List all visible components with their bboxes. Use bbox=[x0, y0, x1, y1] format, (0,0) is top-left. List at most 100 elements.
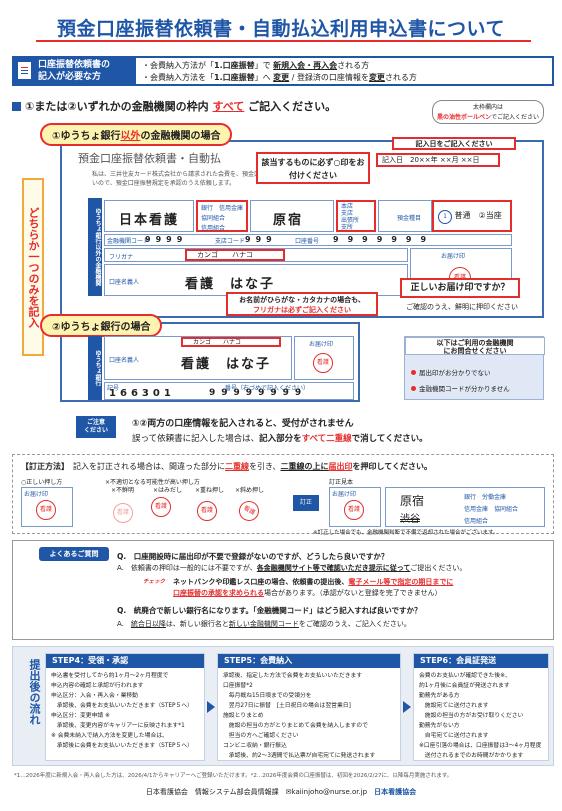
digit: 9 bbox=[282, 388, 295, 398]
flow-arrow-icon bbox=[207, 701, 215, 713]
digit: 9 bbox=[166, 235, 177, 244]
step-line: 自宅宛てに送付されます bbox=[419, 733, 489, 739]
digit: 1 bbox=[163, 388, 175, 399]
page-title: 預金口座振替依頼書・自動払込利用申込書について bbox=[57, 18, 505, 40]
step-line: 担当の方へご確認ください bbox=[223, 733, 299, 739]
check-label: チェック bbox=[143, 579, 166, 585]
step6-body: 会費のお支払いが確認できた後※、約1ヶ月後に会員証が発送されます勤務先がある方 … bbox=[414, 668, 548, 764]
digit: 9 bbox=[266, 235, 277, 244]
step-line: 承認後に会費をお支払いいただきます（STEP５へ） bbox=[51, 743, 193, 749]
branch-name: 原宿 bbox=[273, 213, 304, 228]
digit: 9 bbox=[376, 235, 392, 244]
digit: 6 bbox=[130, 388, 142, 399]
title-underline bbox=[36, 40, 531, 42]
bank-name: 日本看護 bbox=[119, 213, 180, 228]
digit: 9 bbox=[405, 235, 421, 244]
notice-line-2: 誤って依頼書に記入した場合は、記入部分をすべて二重線で消してください。 bbox=[132, 434, 428, 444]
step-line: 送付されるまでのお時間がかかります bbox=[419, 753, 524, 759]
email-link[interactable]: kaiinjoho@nurse.or.jp bbox=[291, 788, 368, 796]
requirement-line-1: ・会費納入方法が「1.口座振替」で 新規入会・再入会される方 bbox=[142, 61, 370, 70]
step5-card: STEP5：会費納入 承認後、指定した方法で会費をお支払いいただきます口座振替*… bbox=[217, 653, 401, 761]
digit: 9 bbox=[391, 235, 406, 244]
bullet-icon bbox=[411, 386, 416, 391]
footer: 日本看護協会 情報システム部会員情報課 ✉kaiinjoho@nurse.or.… bbox=[145, 788, 417, 796]
other-bank-vertical-label: ゆうちょ銀行以外の金融機関 bbox=[88, 198, 102, 296]
digit: 0 bbox=[152, 388, 164, 399]
code-row: 金融機関コード 9999 支店コード 999 口座番号 9999999 bbox=[104, 234, 512, 246]
square-bullet-icon bbox=[12, 102, 21, 111]
faq-a1: A. 依頼書の押印は一般的には不要ですが、各金融機関サイト等で確認いただき提示に… bbox=[117, 564, 467, 572]
bank-code-digits: 9999 bbox=[145, 235, 187, 244]
form-title: 預金口座振替依頼書・自動払 bbox=[78, 152, 221, 165]
bank-type-options: 銀行 信用金庫 協同組合 信用組合 bbox=[196, 200, 248, 232]
faq-a2: A. 統合日以降は、新しい銀行名と新しい金融機関コードをご確認のうえ、ご記入くだ… bbox=[117, 620, 411, 628]
choose-one-label: どちらか一つのみを記入 bbox=[22, 178, 44, 356]
step-line: 勤務先がない方 bbox=[419, 723, 460, 729]
step6-card: STEP6：会員証発送 会費のお支払いが確認できた後※、約1ヶ月後に会員証が発送… bbox=[413, 653, 549, 761]
selected-circle-icon: 1 bbox=[438, 210, 452, 224]
step-line: 約1ヶ月後に会員証が発送されます bbox=[419, 683, 510, 689]
faq-section: よくあるご質問 Q. 口座開設時に届出印が不要で登録がないのですが、どうしたら良… bbox=[12, 540, 554, 640]
faq-a1-detail: ネットバンクや印鑑レス口座の場合、依頼書の提出後、電子メール等で指定の期日までに… bbox=[173, 578, 454, 597]
digit: 9 bbox=[155, 235, 167, 244]
digit: 9 bbox=[270, 388, 283, 398]
step-line: ※口座引落の場合は、口座振替は3～4ヶ月程度 bbox=[419, 743, 542, 749]
circle-callout: 該当するものに必ず○印をお付けください bbox=[256, 152, 370, 184]
digit: 9 bbox=[294, 388, 308, 398]
account-type-options: 1 普通 ②当座 bbox=[432, 200, 512, 232]
inquiry-title: 以下はご利用の金融機関 にお問合せください bbox=[405, 337, 545, 355]
yucho-seal-cell: お届け印 看護 bbox=[294, 336, 354, 380]
logo: 日本看護協会 bbox=[374, 788, 417, 796]
pen-note: 太枠欄内は 黒の油性ボールペンでご記入ください bbox=[432, 100, 544, 124]
step-line: 翌月27日に振替 [土日祝日の場合は翌営業日] bbox=[223, 703, 351, 709]
account-number-digits: 9999999 bbox=[333, 235, 435, 244]
seal-ok-icon: 看護 bbox=[36, 500, 56, 520]
step-line: 毎月概ね15日頃までの受領分を bbox=[223, 693, 312, 699]
yucho-pill: ②ゆうちょ銀行の場合 bbox=[40, 314, 163, 337]
flow-side-label: 提出後の流れ bbox=[28, 659, 41, 725]
notice: ご注意ください ①②両方の口座情報を記入されると、受付がされません 誤って依頼書… bbox=[76, 414, 548, 450]
branch-name-cell: 原宿 bbox=[250, 200, 334, 232]
seal-tilted-icon: 看護 bbox=[235, 497, 263, 525]
step-line: 会費のお支払いが確認できた後※、 bbox=[419, 673, 511, 679]
digit: 9 bbox=[233, 388, 246, 398]
branch-type-options: 本店支店出張所支所 bbox=[336, 200, 376, 232]
footnote: *1…2026年度に新規入会・再入会した方は、2026/4/1からキャリアーへご… bbox=[14, 773, 453, 779]
form-description: 私は、三井住友カード株式会社から請求された会費を、預金口座振替によりお支払いする… bbox=[92, 171, 362, 187]
step5-body: 承認後、指定した方法で会費をお支払いいただきます口座振替*2 毎月概ね15日頃ま… bbox=[218, 668, 400, 764]
step-line: 承認後、変更内容がキャリアーに反映されます*1 bbox=[51, 723, 185, 729]
step-line: 申込区分：入会・再入会・業移動 bbox=[51, 693, 138, 699]
correction-note: ※訂正した場合でも、金融機関判断で不備で返却された場合がございます。 bbox=[313, 530, 499, 536]
step-line: 勤務先がある方 bbox=[419, 693, 460, 699]
digit: 9 bbox=[255, 235, 267, 244]
yucho-furigana: カンゴ ハナコ bbox=[181, 337, 281, 347]
step-line: 施設とりまとめ bbox=[223, 713, 264, 719]
branch-code-digits: 999 bbox=[245, 235, 277, 244]
requirement-box-header: 口座振替依頼書の 記入が必要な方 bbox=[14, 58, 136, 84]
digit: 9 bbox=[420, 235, 436, 244]
digit: 9 bbox=[176, 235, 188, 244]
seal-double-icon: 看護 bbox=[197, 501, 217, 521]
document-icon bbox=[18, 62, 31, 79]
step-line: 施設宛てに送付されます bbox=[419, 703, 489, 709]
correction-arrow: 訂正 bbox=[293, 495, 319, 511]
inquiry-item-1: 届出印がお分かりでない bbox=[411, 367, 491, 377]
sample-correction-cell: 原宿 渋谷 銀行 労働金庫 信用金庫 協同組合 信用組合 bbox=[385, 487, 545, 527]
notice-tag: ご注意ください bbox=[76, 416, 116, 438]
faq-q2: Q. 統廃合で新しい銀行名になります。「金融機関コード」はどう記入すれば良いです… bbox=[117, 606, 422, 615]
step-line: 申込書を受付してから約1ヶ月～2ヶ月程度で bbox=[51, 673, 169, 679]
email-icon: ✉ bbox=[285, 788, 292, 796]
yucho-holder-cell: カンゴ ハナコ 口座名義人 看護 はな子 bbox=[104, 336, 292, 380]
digit: 9 bbox=[258, 388, 271, 398]
step-line: コンビニ収納・銀行振込 bbox=[223, 743, 287, 749]
inquiry-box: 以下はご利用の金融機関 にお問合せください 届出印がお分かりでない 金融機関コー… bbox=[404, 336, 545, 400]
furigana-row: フリガナ カンゴ ハナコ bbox=[104, 248, 408, 262]
digit: 9 bbox=[145, 235, 156, 244]
stamp-check-sub: ご確認のうえ、鮮明に押印ください bbox=[406, 303, 518, 311]
requirement-line-2: ・会費納入方法を「1.口座振替」へ 変更 / 登録済の口座情報を変更される方 bbox=[142, 73, 417, 82]
digit: 9 bbox=[221, 388, 234, 398]
sample-seal-cell: お届け印 看護 bbox=[329, 487, 381, 527]
step-line: 承認後、約2～3週間で払込票が自宅宛てに発送されます bbox=[223, 753, 376, 759]
flow-arrow-icon bbox=[403, 701, 411, 713]
seal-overflow-icon: 看護 bbox=[151, 497, 171, 517]
